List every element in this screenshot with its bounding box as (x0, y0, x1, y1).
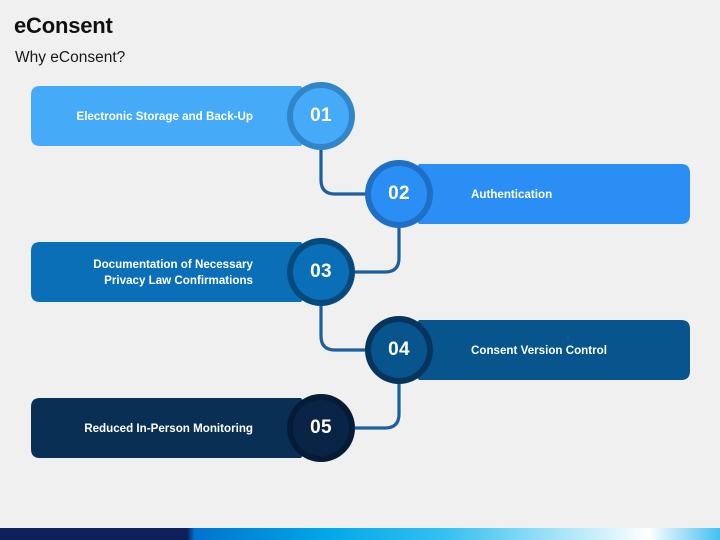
badge-fill-01[interactable] (293, 88, 349, 144)
badge-number-02: 02 (388, 183, 410, 204)
row-label-03: Documentation of Necessary Privacy Law C… (93, 258, 253, 287)
badge-number-01: 01 (310, 105, 332, 126)
badge-fill-03[interactable] (293, 244, 349, 300)
row-label-04: Consent Version Control (471, 344, 607, 357)
bar-01 (31, 86, 321, 146)
bar-05 (31, 398, 321, 458)
badge-number-03: 03 (310, 261, 332, 282)
connector-02-to-03 (355, 228, 401, 274)
badge-fill-04[interactable] (371, 322, 427, 378)
page-title: eConsent (14, 13, 113, 38)
row-label-05: Reduced In-Person Monitoring (84, 422, 253, 435)
bar-04 (399, 320, 690, 380)
connector-04-to-05 (355, 384, 401, 430)
bar-03 (31, 242, 321, 302)
connector-group (319, 150, 401, 430)
badge-number-05: 05 (310, 417, 332, 438)
connector-03-to-04 (319, 306, 365, 352)
row-label-01: Electronic Storage and Back-Up (76, 110, 253, 123)
page-subtitle: Why eConsent? (15, 49, 126, 66)
bottom-accent-bar (0, 528, 720, 540)
badge-number-04: 04 (388, 339, 410, 360)
connector-01-to-02 (319, 150, 365, 196)
row-label-02: Authentication (471, 188, 553, 201)
circle-group (287, 82, 433, 462)
badge-fill-05[interactable] (293, 400, 349, 456)
bar-02 (399, 164, 690, 224)
badge-fill-02[interactable] (371, 166, 427, 222)
